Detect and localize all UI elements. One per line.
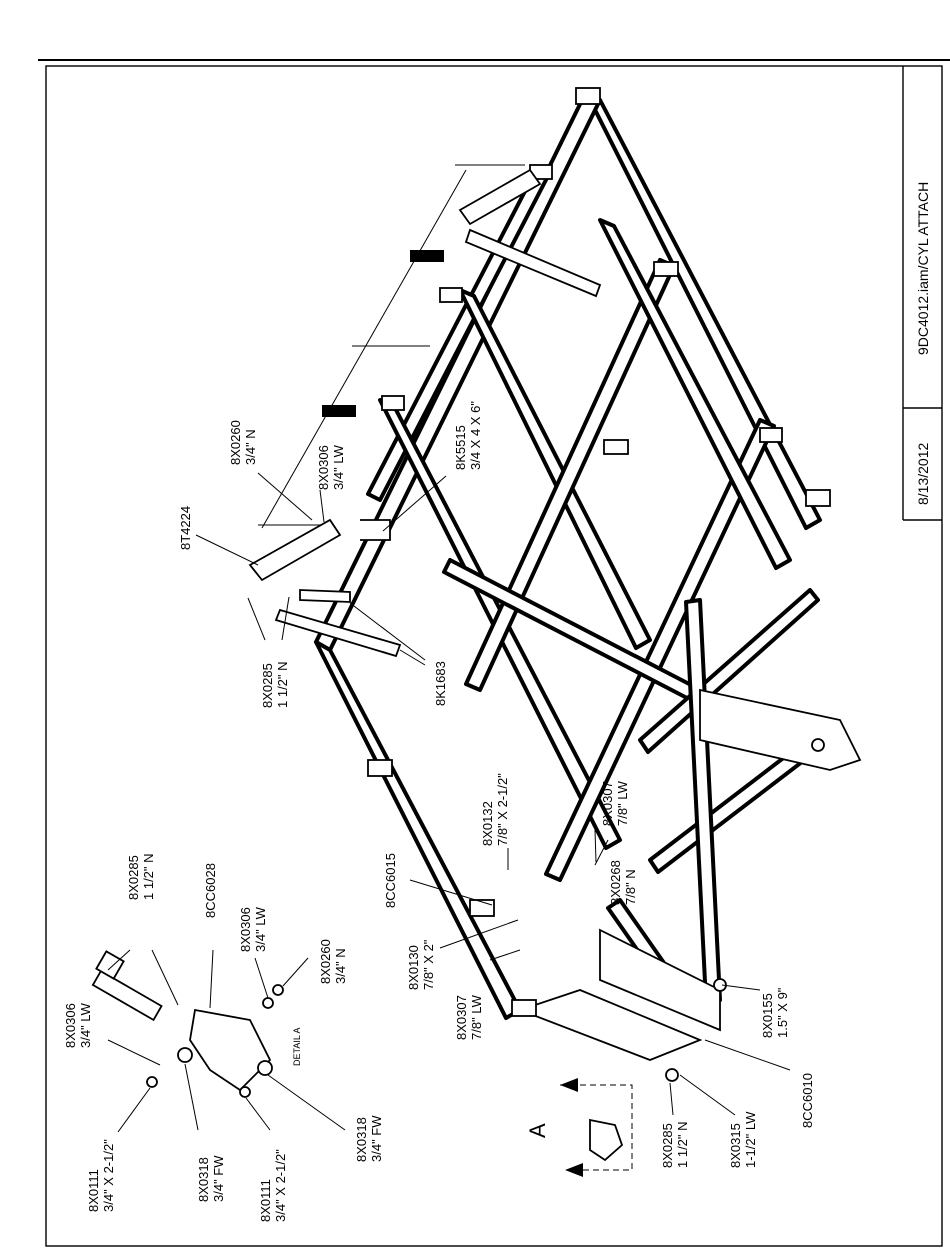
cylinder-brace [248,518,342,582]
hitch-arm [517,989,703,1061]
callout-8X0130: 8X0130 7/8" X 2" [406,939,436,990]
view-a-marker: A [525,1078,633,1177]
dimension-line [258,164,525,529]
cylinder-rod-end [95,950,125,980]
callout-8X0306-detail: 8X0306 3/4" LW [238,904,268,952]
upper-brace-rod [464,228,602,298]
washer [257,1060,273,1076]
title-block: 9DC4012.iam/CYL ATTACH 8/13/2012 [902,66,942,521]
diagonal-brace-3 [598,218,792,570]
callout-8X0285-detail: 8X0285 1 1/2" N [126,852,156,900]
callout-8CC6028: 8CC6028 [203,863,218,918]
callout-8X0155: 8X0155 1.5" X 9" [760,987,790,1038]
detail-a-view: DETAIL A [91,950,302,1098]
callout-8X0132: 8X0132 7/8" X 2-1/2" [480,773,510,846]
callouts: 8X0260 3/4" N 8X0306 3/4" LW 8K5515 3/4 … [63,401,815,1222]
hitch-plate-upper [699,688,862,771]
callout-8X0285-left: 8X0285 1 1/2" N [260,660,290,708]
callout-8X0318-b: 8X0318 3/4" FW [354,1114,384,1162]
leader-lines [107,472,791,1133]
callout-8X0306-top: 8X0306 3/4" LW [316,442,346,490]
hitch-pin-1 [811,738,825,752]
drawing-date: 8/13/2012 [915,443,931,505]
u-bolt [360,519,391,541]
callout-8K5515: 8K5515 3/4 X 4 X 6" [453,401,483,470]
callout-8X0268: 8X0268 7/8" N [608,857,638,905]
drawing-border [45,65,943,1247]
nut [272,984,284,996]
bracket [759,427,783,443]
bracket [367,759,393,777]
callout-8X0307-mid: 8X0307 7/8" LW [600,778,630,826]
washer [177,1047,193,1063]
callout-8X0307-low: 8X0307 7/8" LW [454,992,484,1040]
inner-rail-b [458,288,652,650]
bracket [653,261,679,277]
hitch-pin-3 [665,1068,679,1082]
callout-8X0111-a: 8X0111 3/4" X 2-1/2" [86,1139,116,1212]
diagonal-brace-2 [544,418,776,882]
bracket [805,489,831,507]
view-letter: A [525,1123,550,1138]
callout-8CC6010: 8CC6010 [800,1073,815,1128]
callout-8CC6015: 8CC6015 [383,853,398,908]
callout-8T4224: 8T4224 [178,506,193,550]
bracket [603,439,629,455]
callout-8X0318-a: 8X0318 3/4" FW [196,1154,226,1202]
cross-member-5 [684,598,722,1004]
bolt [239,1086,251,1098]
callout-8K1683: 8K1683 [433,661,448,706]
cross-member-1 [442,558,722,714]
callout-8X0315: 8X0315 1-1/2" LW [728,1111,758,1168]
detail-bracket-8CC6028 [189,1008,272,1092]
bracket [511,999,537,1017]
callout-8X0306-detail-left: 8X0306 3/4" LW [63,1000,93,1048]
callout-8X0260-detail: 8X0260 3/4" N [318,936,348,984]
bracket [439,287,463,303]
callout-8X0285-bottom: 8X0285 1 1/2" N [660,1120,690,1168]
view-a-thumbnail [589,1118,624,1162]
brace-rod [274,608,402,658]
bolt [146,1076,158,1088]
nut [262,997,274,1009]
hitch-pin-2 [713,978,727,992]
cylinder-body [91,969,163,1022]
bracket [575,87,601,105]
frame-assembly [248,87,862,1082]
hitch-plate-lower [599,928,721,1032]
outer-rail-right [584,90,822,530]
upper-brace [458,168,542,226]
callout-8X0111-b: 8X0111 3/4" X 2-1/2" [258,1149,288,1222]
brace-rod-2 [299,589,351,603]
bracket [381,395,405,411]
callout-8X0260-top: 8X0260 3/4" N [228,417,258,465]
detail-label: DETAIL A [292,1027,302,1066]
cross-member-2 [638,588,820,754]
drawing-name: 9DC4012.iam/CYL ATTACH [915,182,931,355]
